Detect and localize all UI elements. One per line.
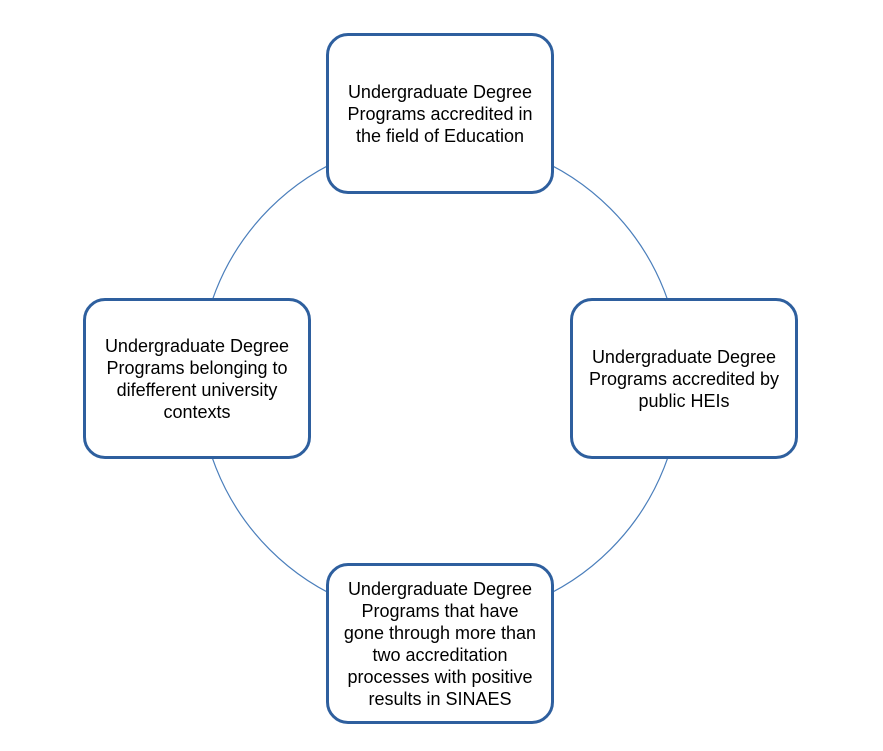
node-university-contexts: Undergraduate Degree Programs belonging …	[83, 298, 311, 459]
node-education-field: Undergraduate Degree Programs accredited…	[326, 33, 554, 194]
node-education-field-label: Undergraduate Degree Programs accredited…	[347, 81, 533, 146]
node-university-contexts-label: Undergraduate Degree Programs belonging …	[104, 335, 290, 422]
node-sinaes-accreditation: Undergraduate Degree Programs that have …	[326, 563, 554, 724]
node-public-heis-label: Undergraduate Degree Programs accredited…	[588, 346, 780, 411]
node-sinaes-accreditation-label: Undergraduate Degree Programs that have …	[343, 578, 537, 709]
node-public-heis: Undergraduate Degree Programs accredited…	[570, 298, 798, 459]
